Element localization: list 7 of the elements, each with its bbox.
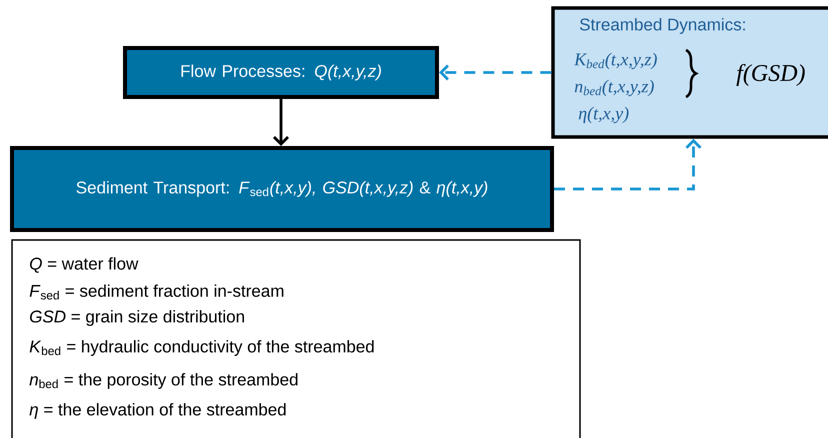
- process-box: Streambed Dynamics: K$_{bed}$(t,x,y,z) n$_{bed}$(t,x,y,z) η(t,x,y) f(GSD): [551, 6, 828, 139]
- process-box: Flow Processes: Q(t,x,y,z): [123, 46, 439, 99]
- arrow: [439, 64, 552, 80]
- process-box: Sediment Transport: F$_{sed}$(t,x,y), GSD(t,x,y,z) & η(t,x,y): [10, 146, 554, 232]
- definitions-box: Q = water flow F$_{sed}$ = sediment fraction in-stream GSD = grain size distribution K$_{bed}$ = hydraulic conductivity of the streambed n$_{bed}$ = the porosity of the streambed η = the elevation of the streambed: [11, 239, 581, 438]
- arrow: [554, 138, 702, 190]
- arrow: [273, 99, 289, 146]
